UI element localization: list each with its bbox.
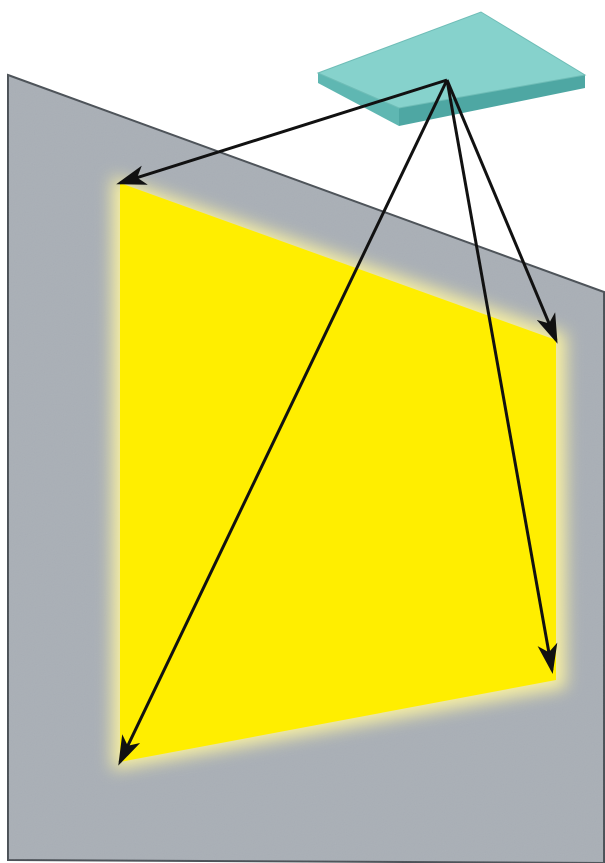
projector-front — [399, 75, 585, 126]
ray-bottom-right — [445, 79, 558, 674]
projected-image — [112, 176, 566, 770]
projection-surface — [120, 183, 556, 762]
ray-bottom-left — [118, 79, 449, 766]
projector — [316, 11, 587, 126]
rays — [116, 78, 558, 766]
projector-side — [318, 73, 399, 126]
ray-top-right — [445, 79, 558, 344]
ray-top-left — [116, 78, 448, 185]
projector-top — [316, 11, 587, 109]
